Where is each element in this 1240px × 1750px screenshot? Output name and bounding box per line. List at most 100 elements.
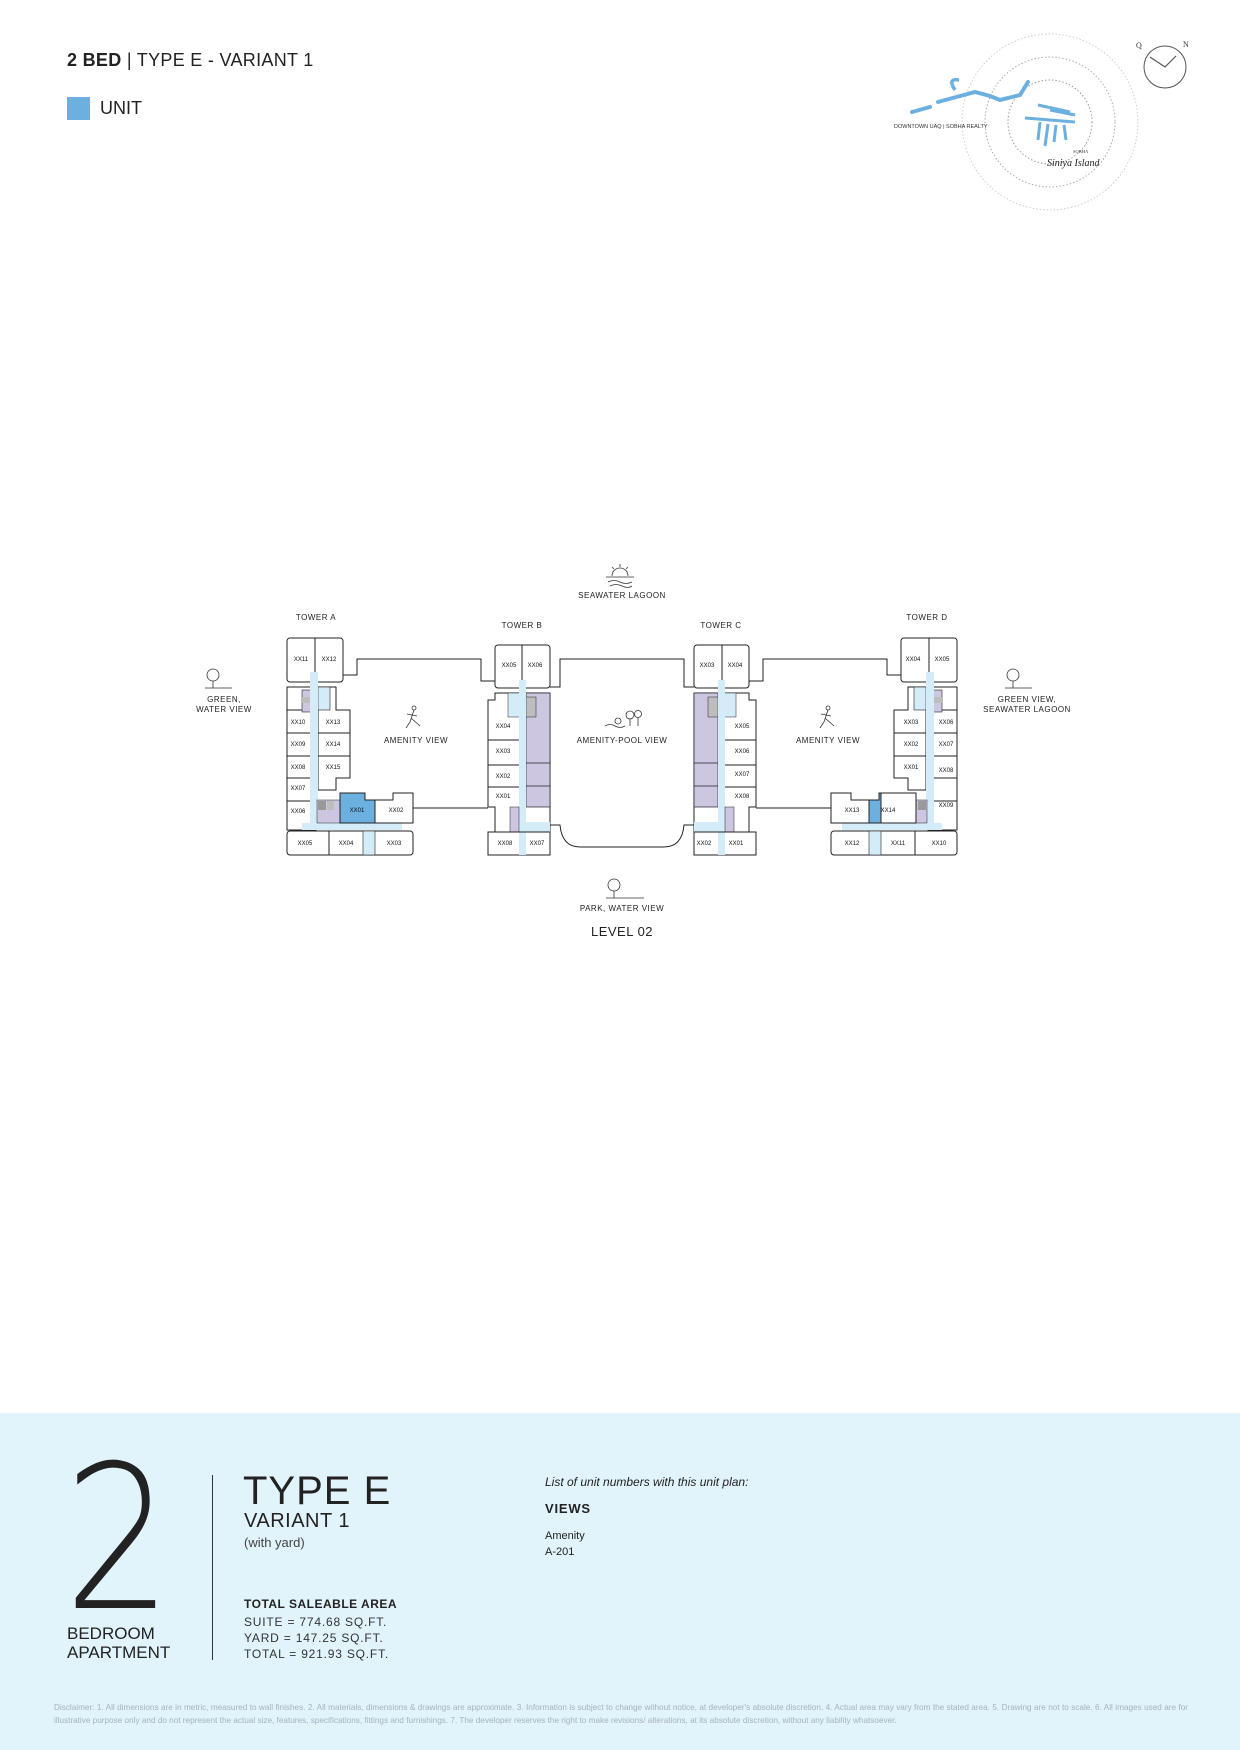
tower-c-unit-label[interactable]: XX06 xyxy=(735,749,750,755)
amenity-view-left: AMENITY VIEW xyxy=(384,736,448,745)
person-activity-icon xyxy=(819,705,835,729)
suite-area: SUITE = 774.68 SQ.FT. xyxy=(244,1615,388,1629)
compass-hands xyxy=(1149,55,1177,68)
variant-note: (with yard) xyxy=(244,1535,305,1550)
tower-c-unit-label[interactable]: XX05 xyxy=(735,724,750,730)
tower-d-unit-label[interactable]: XX14 xyxy=(881,808,896,814)
tree-icon xyxy=(1005,668,1032,689)
tower-a-plan xyxy=(286,637,414,856)
divider xyxy=(212,1475,213,1660)
tower-d-unit-cover xyxy=(880,792,917,824)
unit-number: A-201 xyxy=(545,1546,575,1558)
tower-a-unit-label[interactable]: XX11 xyxy=(294,657,309,663)
view-left-label-2: WATER VIEW xyxy=(196,705,252,714)
tower-d-unit-label[interactable]: XX10 xyxy=(932,841,947,847)
tower-a-unit-label[interactable]: XX01 xyxy=(350,808,365,814)
person-activity-icon xyxy=(405,705,421,729)
tower-d-unit-label[interactable]: XX06 xyxy=(939,720,954,726)
tower-d-unit-label[interactable]: XX08 xyxy=(939,768,954,774)
tower-a-unit-label[interactable]: XX08 xyxy=(291,765,306,771)
tower-a-unit-label[interactable]: XX05 xyxy=(298,841,313,847)
tower-b-unit-label[interactable]: XX08 xyxy=(498,841,513,847)
unit-swatch xyxy=(67,97,90,120)
logo-brand: SOBHA xyxy=(1073,149,1089,154)
compass-n: N xyxy=(1183,40,1189,49)
tower-a-unit-label[interactable]: XX09 xyxy=(291,742,306,748)
tower-c-unit-label[interactable]: XX08 xyxy=(735,794,750,800)
tree-icon xyxy=(606,878,644,899)
tower-a-unit-label[interactable]: XX02 xyxy=(389,808,404,814)
tower-a-unit-label[interactable]: XX06 xyxy=(291,809,306,815)
tower-c-unit-label[interactable]: XX03 xyxy=(700,663,715,669)
amenity-pool-view: AMENITY-POOL VIEW xyxy=(577,736,668,745)
tower-d-unit-label[interactable]: XX03 xyxy=(904,720,919,726)
tower-c-unit-label[interactable]: XX02 xyxy=(697,841,712,847)
tower-a-unit-label[interactable]: XX15 xyxy=(326,765,341,771)
tower-a-unit-label[interactable]: XX14 xyxy=(326,742,341,748)
tower-b-unit-label[interactable]: XX06 xyxy=(528,663,543,669)
views-heading: VIEWS xyxy=(545,1501,591,1516)
tower-b-unit-label[interactable]: XX02 xyxy=(496,774,511,780)
tower-b-unit-label[interactable]: XX07 xyxy=(530,841,545,847)
view-top-label: SEAWATER LAGOON xyxy=(578,591,666,600)
tower-d-unit-label[interactable]: XX02 xyxy=(904,742,919,748)
harbor-icon xyxy=(950,77,960,91)
legend: UNIT xyxy=(67,97,142,120)
tower-b-unit-label[interactable]: XX05 xyxy=(502,663,517,669)
total-area: TOTAL = 921.93 SQ.FT. xyxy=(244,1647,389,1661)
tower-d-label: TOWER D xyxy=(906,613,947,622)
view-name: Amenity xyxy=(545,1530,585,1542)
tower-c-unit-label[interactable]: XX01 xyxy=(729,841,744,847)
tower-b-unit-label[interactable]: XX01 xyxy=(496,794,511,800)
tower-a-unit-label[interactable]: XX13 xyxy=(326,720,341,726)
level-label: LEVEL 02 xyxy=(590,924,654,939)
tower-a-unit-label[interactable]: XX10 xyxy=(291,720,306,726)
legend-label: UNIT xyxy=(100,98,142,118)
bedroom-count: 2 xyxy=(64,1423,173,1656)
logo-project: Siniya Island xyxy=(1047,158,1100,169)
yard-area: YARD = 147.25 SQ.FT. xyxy=(244,1631,384,1645)
unit-list-label: List of unit numbers with this unit plan… xyxy=(545,1475,749,1489)
island-icon xyxy=(1024,103,1076,147)
tower-a-unit-label[interactable]: XX07 xyxy=(291,786,306,792)
courtyard-outlines xyxy=(343,658,901,848)
bedroom-line-1: BEDROOM xyxy=(67,1624,155,1643)
title-separator: | xyxy=(126,50,132,70)
page-title: 2 BED | TYPE E - VARIANT 1 xyxy=(67,50,314,71)
tower-a-unit-label[interactable]: XX03 xyxy=(387,841,402,847)
view-right-label-2: SEAWATER LAGOON xyxy=(983,705,1071,714)
amenity-view-right: AMENITY VIEW xyxy=(796,736,860,745)
tower-a-label: TOWER A xyxy=(296,613,336,622)
tower-c-label: TOWER C xyxy=(700,621,741,630)
tower-d-unit-label[interactable]: XX04 xyxy=(906,657,921,663)
tower-a-unit-label[interactable]: XX12 xyxy=(322,657,337,663)
tower-a-unit-label[interactable]: XX04 xyxy=(339,841,354,847)
pool-trees-icon xyxy=(604,710,642,728)
logo-location-text: DOWNTOWN UAQ | SOBHA REALTY xyxy=(894,124,988,130)
tower-d-unit-label[interactable]: XX01 xyxy=(904,765,919,771)
disclaimer: Disclaimer: 1. All dimensions are in met… xyxy=(54,1703,1188,1725)
outer-ring xyxy=(961,33,1139,211)
tower-d-unit-label[interactable]: XX09 xyxy=(939,803,954,809)
tower-d-unit-label[interactable]: XX11 xyxy=(891,841,906,847)
tower-d-unit-label[interactable]: XX12 xyxy=(845,841,860,847)
bed-count: 2 BED xyxy=(67,50,122,70)
tower-d-unit-label[interactable]: XX13 xyxy=(845,808,860,814)
bedroom-line-2: APARTMENT xyxy=(67,1643,171,1662)
tower-b-unit-label[interactable]: XX03 xyxy=(496,749,511,755)
tower-d-unit-label[interactable]: XX05 xyxy=(935,657,950,663)
inner-ring xyxy=(1007,79,1093,165)
type-heading: TYPE E xyxy=(243,1469,392,1513)
location-logo: DOWNTOWN UAQ | SOBHA REALTY SOBHA Siniya… xyxy=(894,33,1189,211)
view-bottom-label: PARK, WATER VIEW xyxy=(580,904,664,913)
tower-c-unit-label[interactable]: XX07 xyxy=(735,772,750,778)
tower-c-unit-label[interactable]: XX04 xyxy=(728,663,743,669)
tower-d-unit-label[interactable]: XX07 xyxy=(939,742,954,748)
tower-b-unit-label[interactable]: XX04 xyxy=(496,724,511,730)
compass-q: Q xyxy=(1136,41,1142,50)
tower-b-label: TOWER B xyxy=(502,621,543,630)
unit-type: TYPE E - VARIANT 1 xyxy=(136,50,314,70)
